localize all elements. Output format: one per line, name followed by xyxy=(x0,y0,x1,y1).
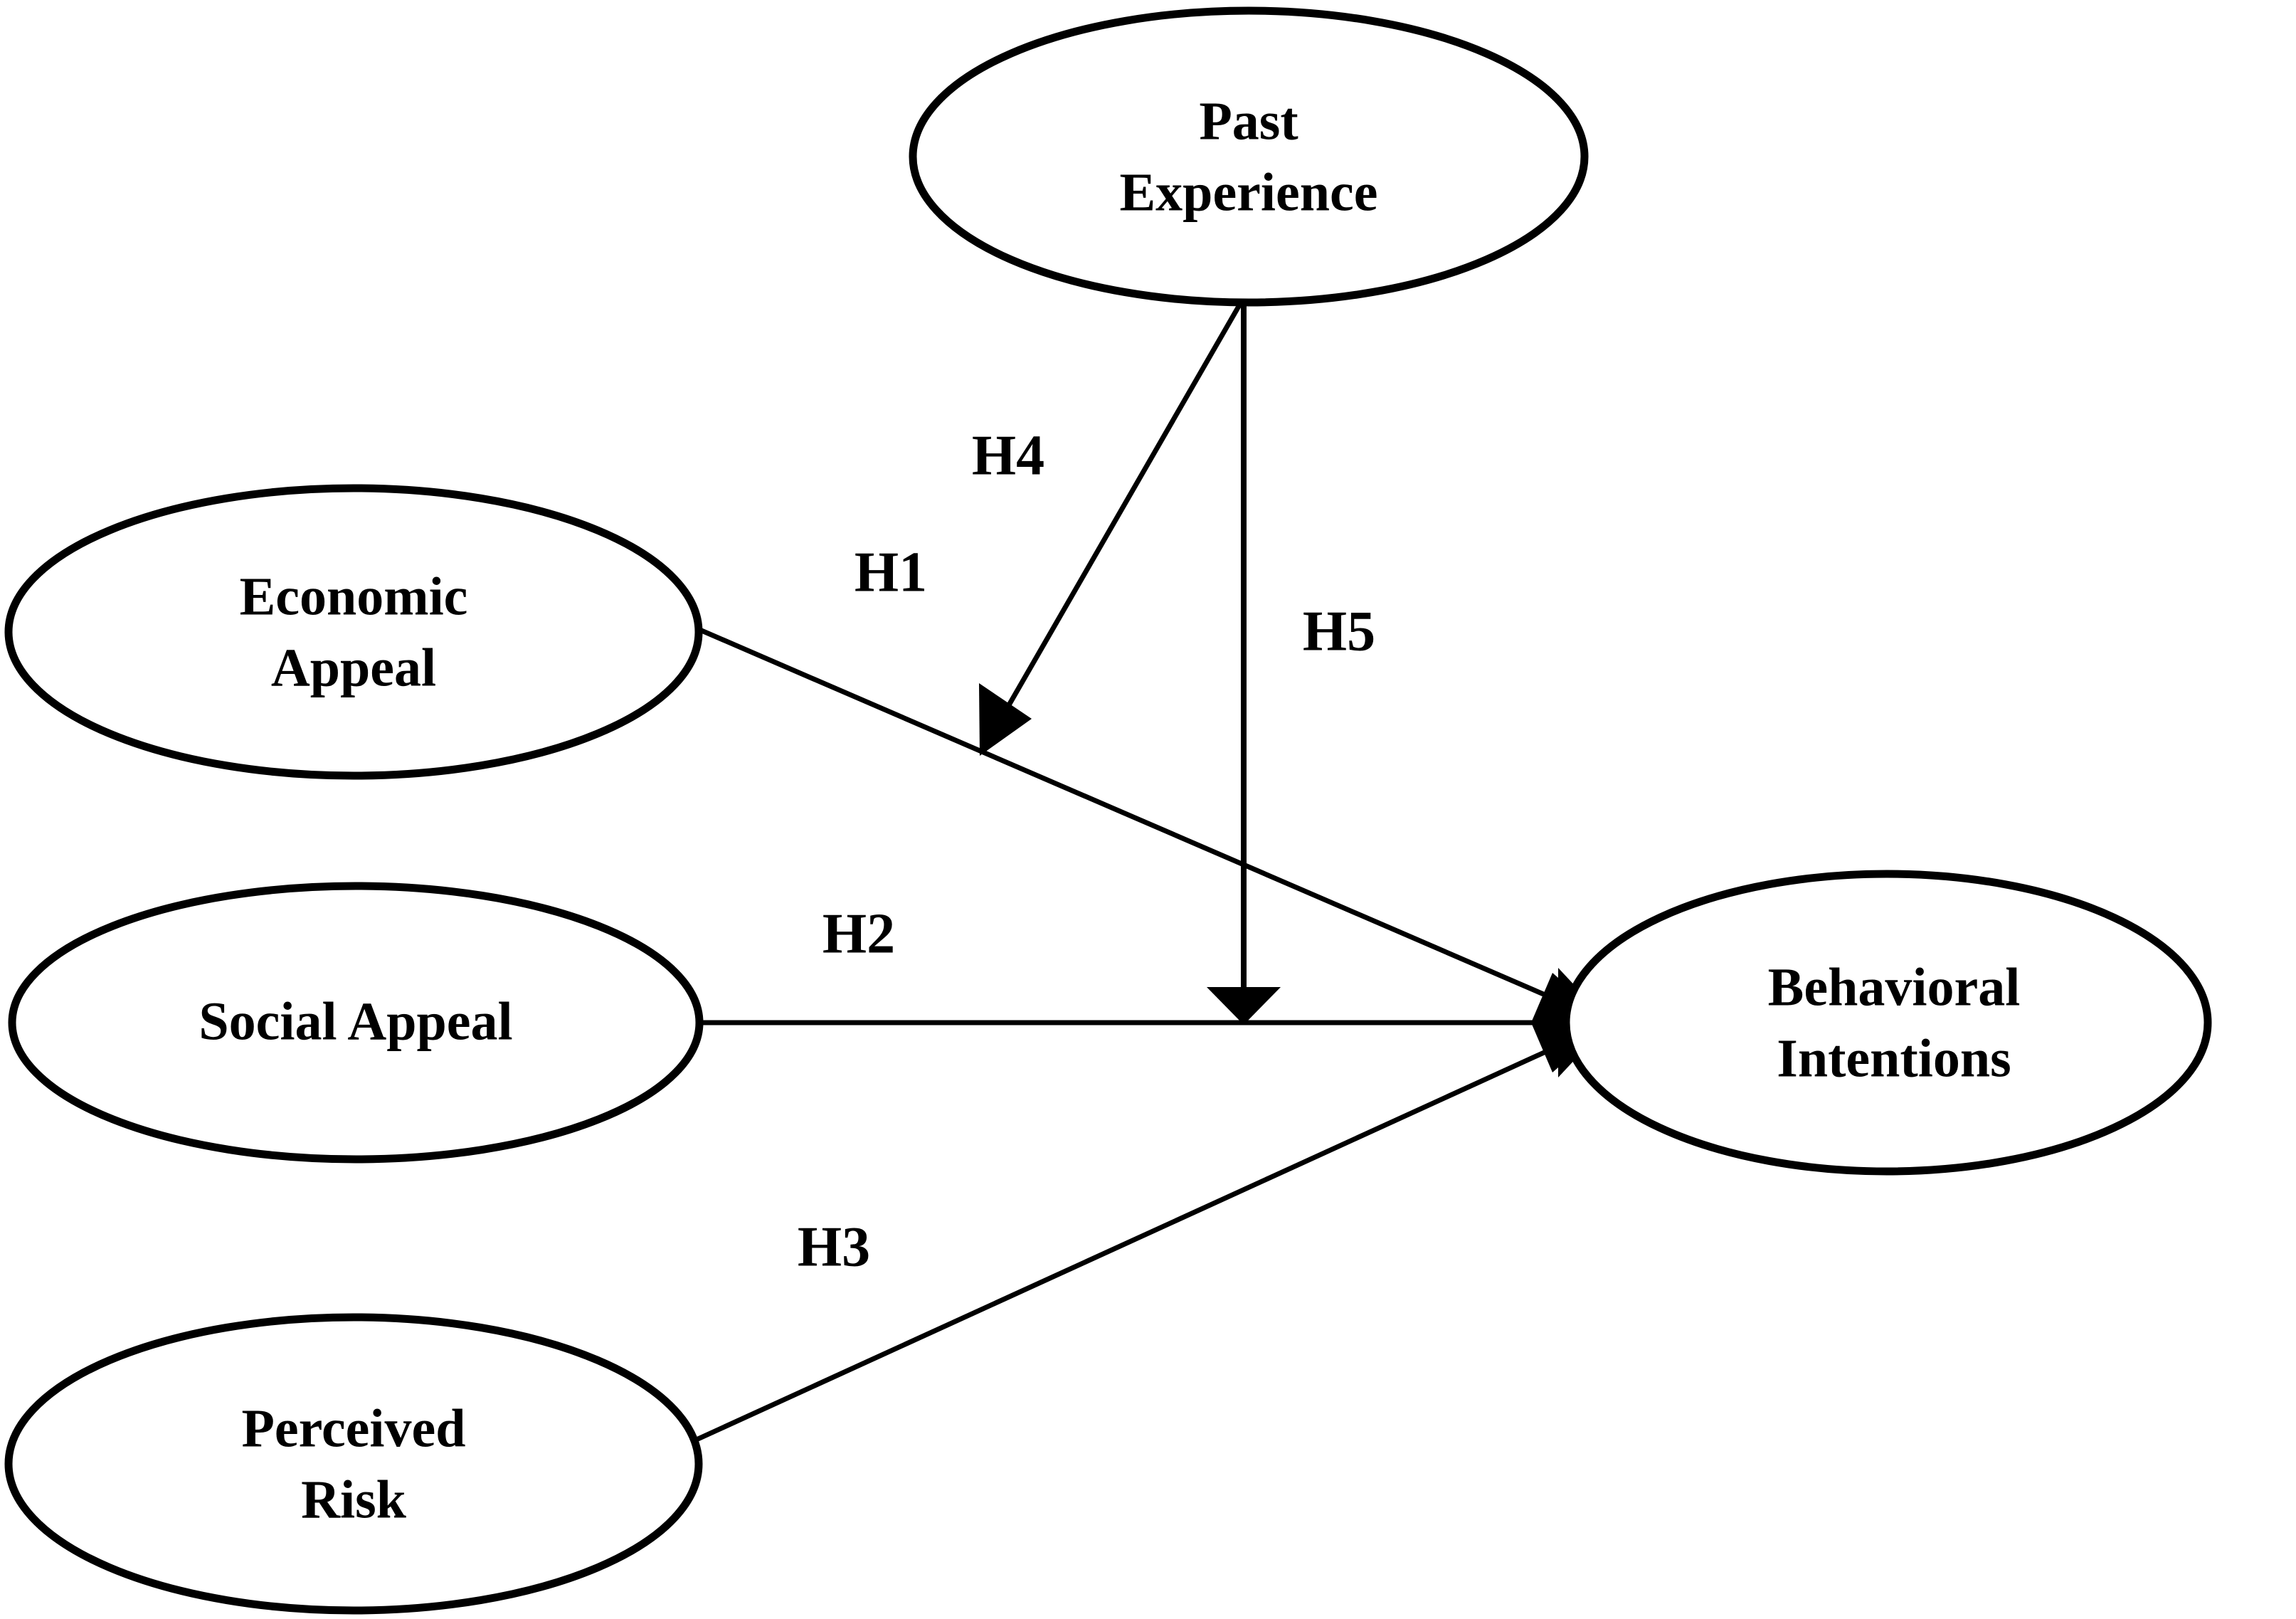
node-perceived-risk[interactable]: Perceived Risk xyxy=(4,1313,703,1615)
node-ellipse-perceived-risk[interactable] xyxy=(4,1313,703,1615)
node-ellipse-behavioral-intentions[interactable] xyxy=(1562,870,2212,1176)
node-label-past-experience-line1: Past xyxy=(1199,91,1298,151)
node-ellipse-social-appeal[interactable] xyxy=(8,882,704,1164)
hypothesis-label-h4: H4 xyxy=(972,424,1044,487)
hypothesis-label-h1: H1 xyxy=(855,541,927,603)
node-behavioral-intentions[interactable]: Behavioral Intentions xyxy=(1562,870,2212,1176)
arrowhead-h4 xyxy=(979,683,1032,756)
path-line-h4[interactable] xyxy=(993,297,1246,729)
node-ellipse-economic-appeal[interactable] xyxy=(4,484,703,780)
hypothesis-label-h3: H3 xyxy=(798,1215,870,1278)
node-ellipse-past-experience[interactable] xyxy=(909,6,1589,307)
node-label-past-experience-line2: Experience xyxy=(1119,162,1377,222)
hypothesis-label-h2: H2 xyxy=(822,902,895,965)
node-label-social-appeal-line1: Social Appeal xyxy=(199,991,512,1051)
node-label-behavioral-intentions-line1: Behavioral xyxy=(1768,957,2021,1017)
node-past-experience[interactable]: Past Experience xyxy=(909,6,1589,307)
node-label-perceived-risk-line2: Risk xyxy=(301,1470,407,1529)
node-social-appeal[interactable]: Social Appeal xyxy=(8,882,704,1164)
path-line-h3[interactable] xyxy=(689,1020,1611,1445)
node-label-economic-appeal-line2: Appeal xyxy=(271,638,436,697)
node-label-perceived-risk-line1: Perceived xyxy=(241,1398,465,1458)
arrowhead-h5 xyxy=(1207,987,1281,1025)
node-label-behavioral-intentions-line2: Intentions xyxy=(1777,1028,2011,1088)
path-line-h1[interactable] xyxy=(690,623,1611,1025)
node-label-economic-appeal-line1: Economic xyxy=(240,566,468,626)
node-economic-appeal[interactable]: Economic Appeal xyxy=(4,484,703,780)
hypothesis-label-h5: H5 xyxy=(1303,600,1375,663)
